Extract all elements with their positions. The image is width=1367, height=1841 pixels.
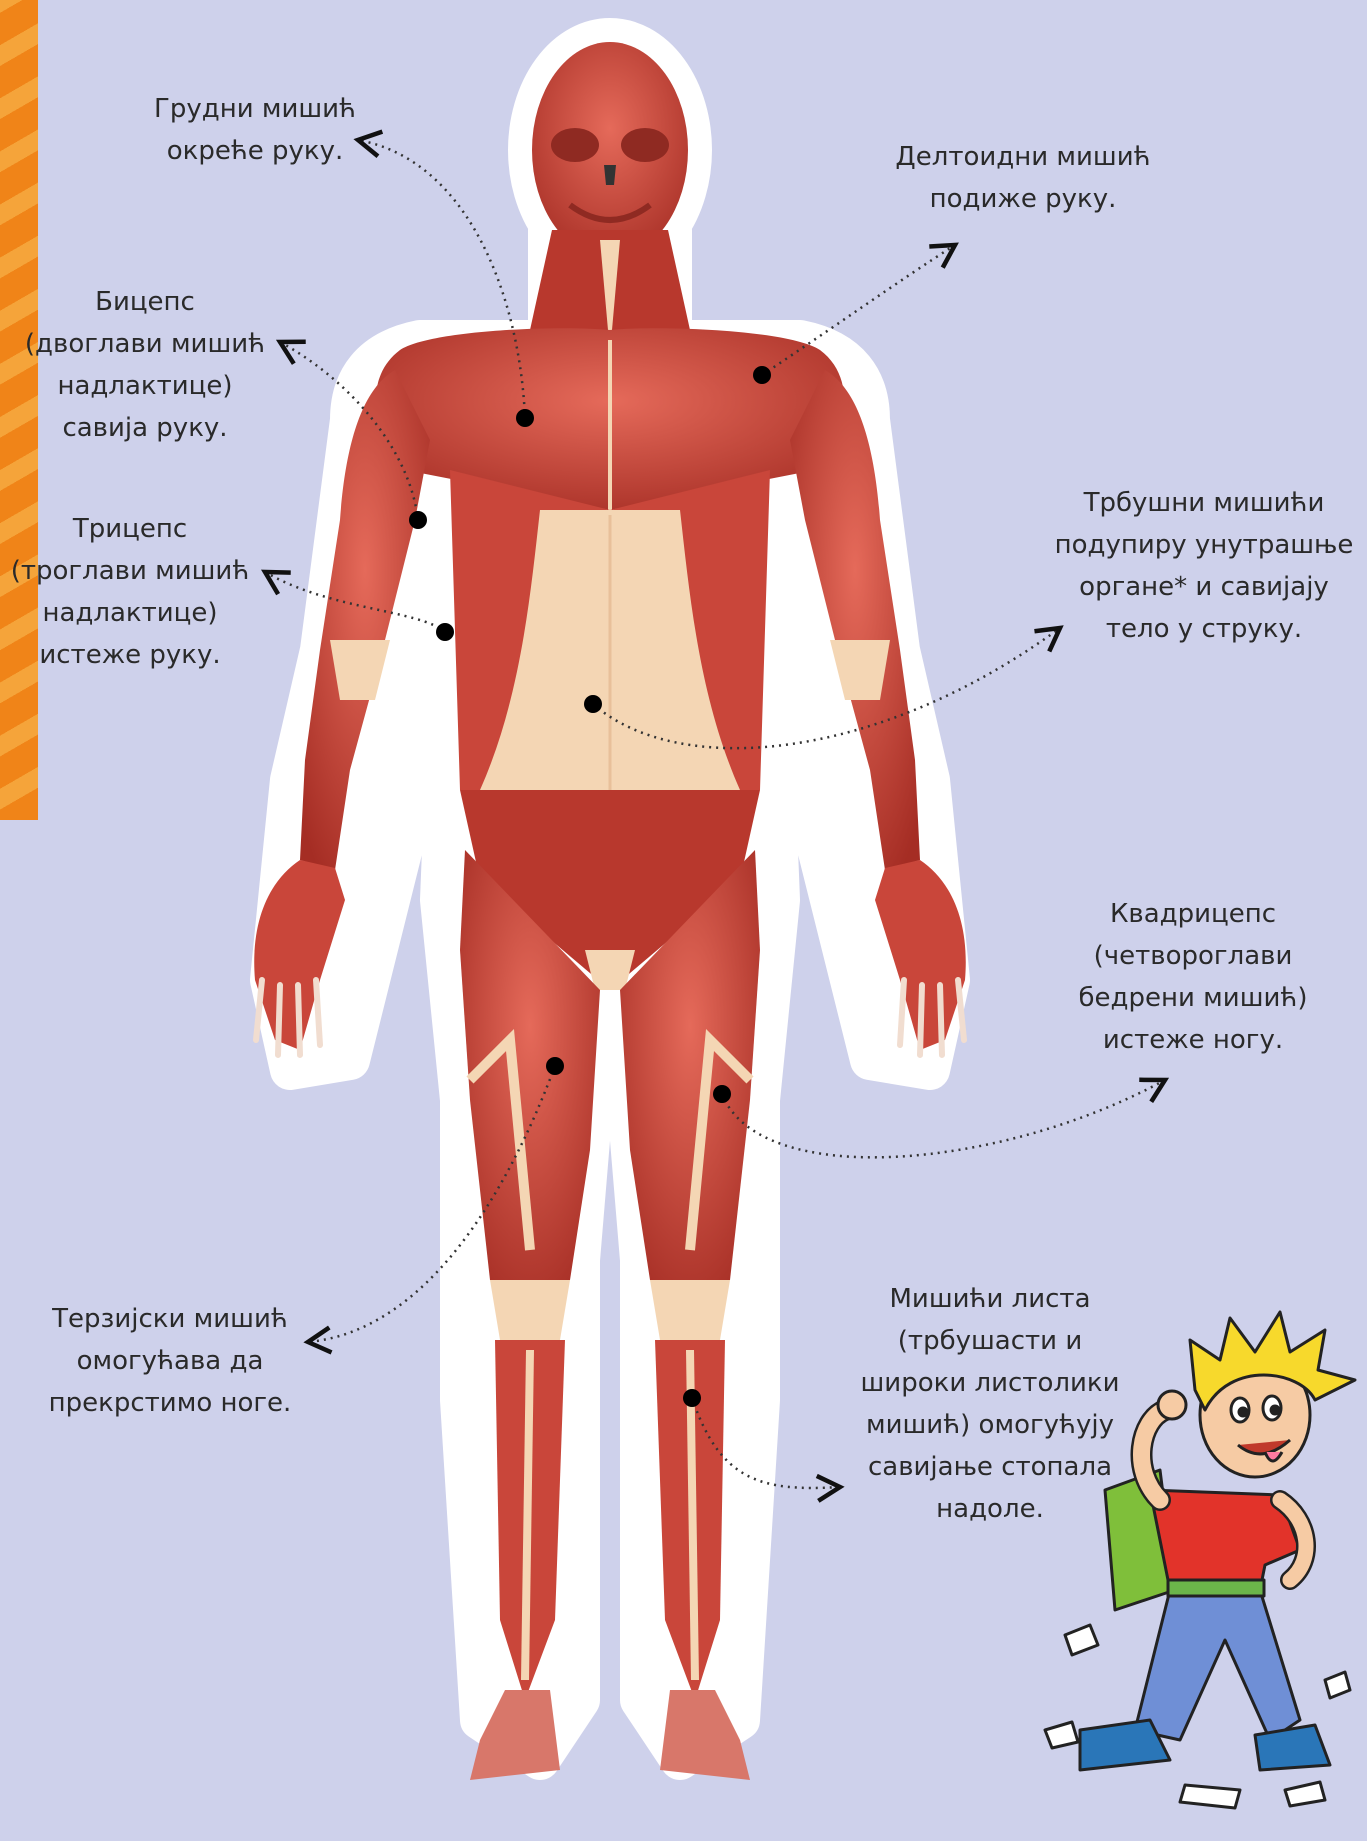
label-sartorius: Терзијски мишић омогућава да прекрстимо …: [40, 1298, 300, 1424]
label-triceps: Трицепс (троглави мишић надлактице) исте…: [5, 508, 255, 676]
label-abdominal: Трбушни мишићи подупиру унутрашње органе…: [1048, 482, 1360, 650]
dot-quadriceps: [713, 1085, 731, 1103]
dot-pectoral: [516, 409, 534, 427]
label-calf: Мишићи листа (трбушасти и широки листоли…: [850, 1278, 1130, 1530]
dot-sartorius: [546, 1057, 564, 1075]
dot-triceps: [436, 623, 454, 641]
label-biceps: Бицепс (двоглави мишић надлактице) савиј…: [15, 281, 275, 449]
dot-biceps: [409, 511, 427, 529]
label-quadriceps: Квадрицепс (четвороглави бедрени мишић) …: [1068, 893, 1318, 1061]
dot-calf: [683, 1389, 701, 1407]
label-pectoral: Грудни мишић окреће руку.: [150, 88, 360, 172]
dot-abdominal: [584, 695, 602, 713]
leader-quadriceps: [722, 1080, 1165, 1157]
label-deltoid: Делтоидни мишић подиже руку.: [888, 136, 1158, 220]
dot-deltoid: [753, 366, 771, 384]
